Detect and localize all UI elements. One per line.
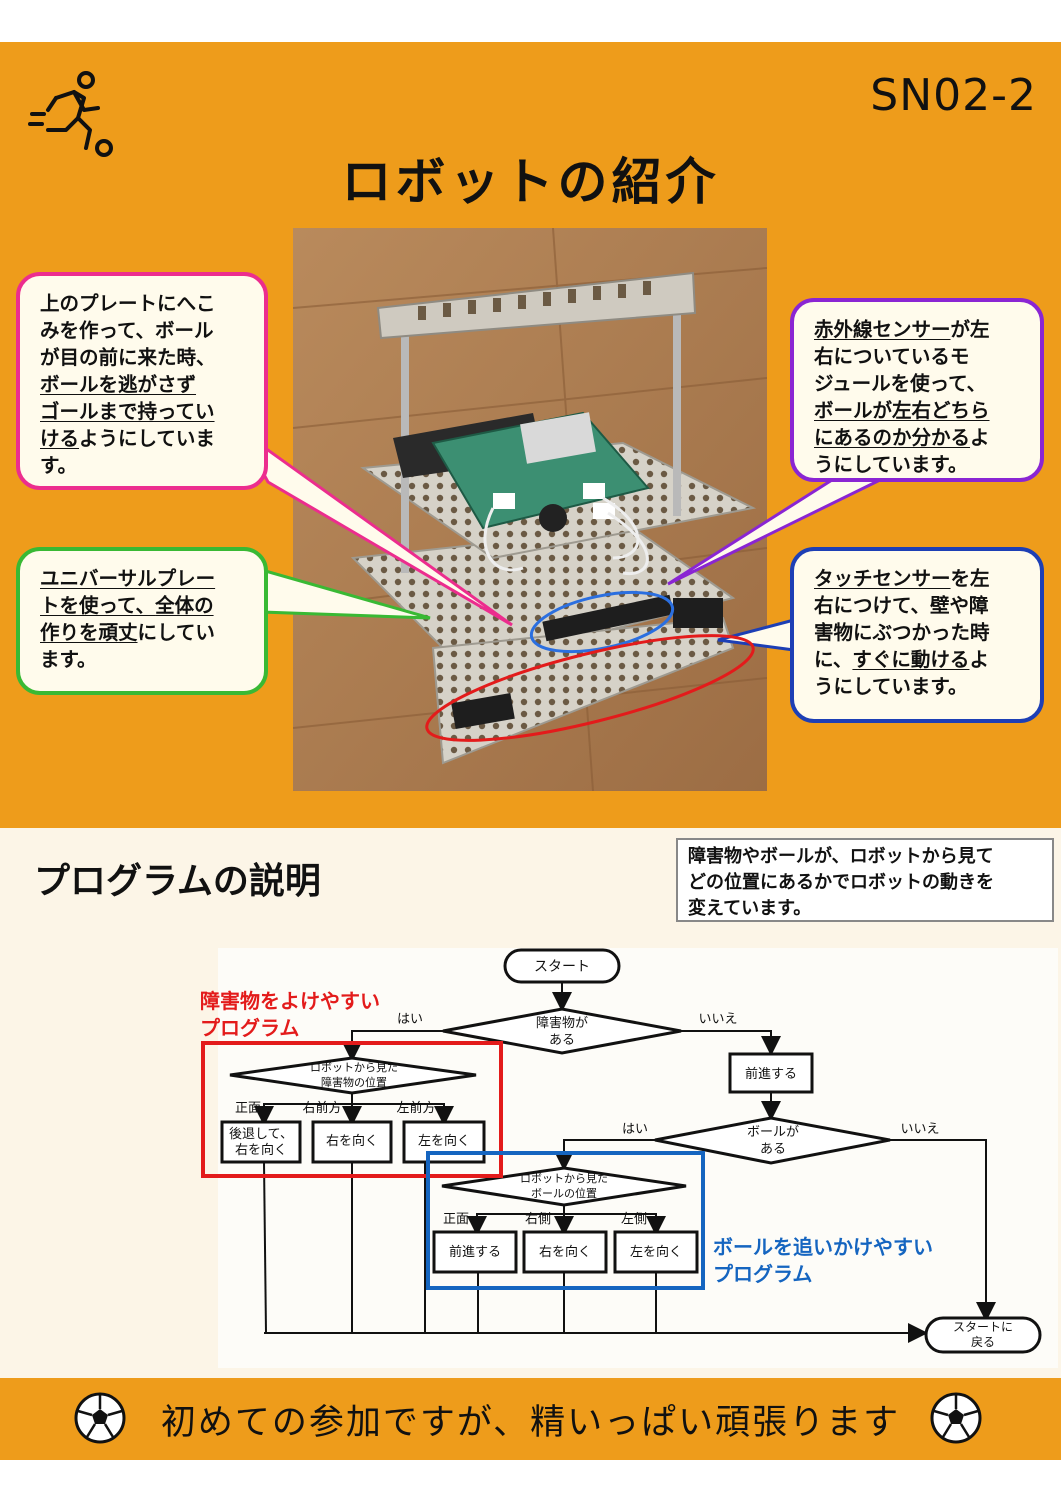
- running-person-icon: [28, 71, 113, 157]
- footer-message: 初めての参加ですが、精いっぱい頑張ります: [160, 1403, 901, 1443]
- footer-banner: [0, 1378, 1061, 1460]
- soccer-ball-icon: [930, 1392, 982, 1444]
- program-note: 障害物やボールが、ロボットから見て どの位置にあるかでロボットの動きを 変えてい…: [676, 838, 1054, 922]
- bubble-touch-sensor: タッチセンサーを左 右につけて、壁や障 害物にぶつかった時 に、すぐに動けるよ …: [790, 547, 1044, 723]
- program-title: プログラムの説明: [34, 861, 321, 902]
- bubble-universal-plate: ユニバーサルプレー トを使って、全体の 作りを頑丈にしてい ます。: [16, 547, 268, 695]
- page-title: ロボットの紹介: [341, 153, 720, 211]
- team-code: SN02-2: [870, 70, 1037, 121]
- robot-photo: [293, 228, 767, 791]
- bubble-ir-sensor: 赤外線センサーが左 右についているモ ジュールを使って、 ボールが左右どちら に…: [790, 298, 1044, 482]
- soccer-ball-icon: [74, 1392, 126, 1444]
- bubble-top-plate: 上のプレートにへこ みを作って、ボール が目の前に来た時、 ボールを逃がさず ゴ…: [16, 272, 268, 490]
